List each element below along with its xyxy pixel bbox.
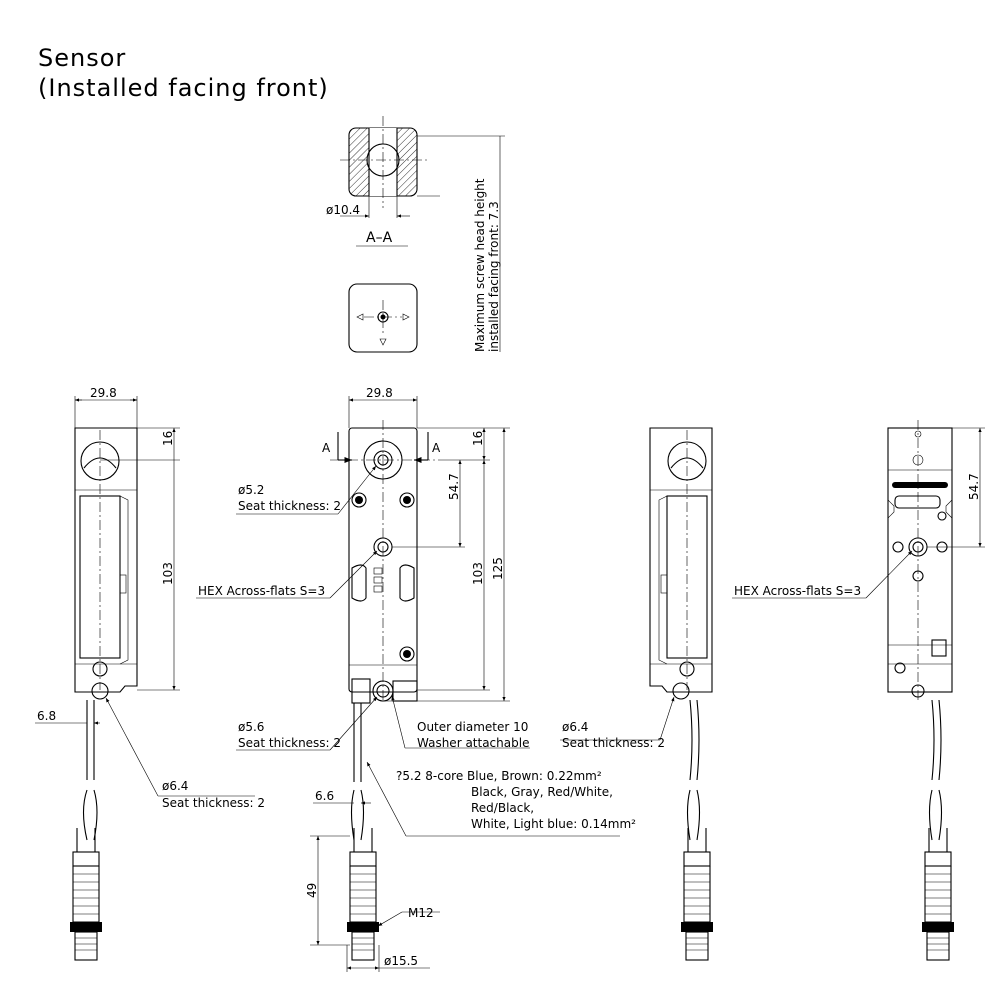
- left-width-dim: 29.8: [90, 386, 117, 400]
- left-side-view: 29.8 16 103 6.8 ø6.4 Seat thickness: 2: [35, 386, 265, 961]
- right-hole-seat: Seat thickness: 2: [562, 736, 665, 750]
- front-length-dim: 103: [471, 562, 485, 585]
- section-diameter: ø10.4: [326, 203, 360, 217]
- front-total-length-dim: 125: [491, 557, 505, 580]
- front-top-offset-dim: 16: [471, 431, 485, 446]
- front-top-hole-seat: Seat thickness: 2: [238, 499, 341, 513]
- front-width-dim: 29.8: [366, 386, 393, 400]
- left-hole-dia: ø6.4: [162, 779, 188, 793]
- section-label: A–A: [366, 230, 393, 246]
- front-hex-note: HEX Across-flats S=3: [198, 584, 325, 598]
- back-mid-dist-dim: 54.7: [967, 473, 981, 500]
- screw-note-line-2: installed facing front: 7.3: [487, 201, 501, 352]
- front-top-hole-dia: ø5.2: [238, 483, 264, 497]
- back-hex-note: HEX Across-flats S=3: [734, 584, 861, 598]
- front-bottom-hole-seat: Seat thickness: 2: [238, 736, 341, 750]
- front-bottom-hole-dia: ø5.6: [238, 720, 264, 734]
- left-cable-offset-dim: 6.8: [37, 709, 56, 723]
- right-hole-dia: ø6.4: [562, 720, 588, 734]
- washer-note-line-1: Outer diameter 10: [417, 720, 528, 734]
- back-view: 54.7 HEX Across-flats S=3: [732, 420, 985, 961]
- connector-thread: M12: [408, 906, 434, 920]
- cable-spec-line-4: White, Light blue: 0.14mm²: [471, 817, 636, 831]
- left-length-dim: 103: [161, 562, 175, 585]
- section-mark-right: A: [432, 441, 441, 455]
- drawing-title: Sensor: [38, 44, 126, 72]
- connector-diameter: ø15.5: [384, 954, 418, 968]
- connector-length-dim: 49: [305, 883, 319, 898]
- right-side-view: ø6.4 Seat thickness: 2: [560, 427, 714, 961]
- head-top-view: [348, 283, 418, 353]
- front-mid-dist-dim: 54.7: [447, 473, 461, 500]
- cable-spec-line-1: ?5.2 8-core Blue, Brown: 0.22mm²: [396, 769, 602, 783]
- cable-spec-line-3: Red/Black,: [471, 801, 534, 815]
- left-hole-seat: Seat thickness: 2: [162, 796, 265, 810]
- washer-note-line-2: Washer attachable: [417, 736, 529, 750]
- front-cable-offset-dim: 6.6: [315, 789, 334, 803]
- front-view: A A 29.8 16 54.7 103 125 ø5.2 Seat thick…: [196, 386, 636, 972]
- cable-spec-line-2: Black, Gray, Red/White,: [471, 785, 613, 799]
- section-mark-left: A: [322, 441, 331, 455]
- drawing-subtitle: (Installed facing front): [38, 74, 329, 102]
- left-top-offset-dim: 16: [161, 431, 175, 446]
- section-view: ø10.4 A–A Maximum screw head height inst…: [326, 116, 505, 352]
- screw-note-line-1: Maximum screw head height: [473, 178, 487, 352]
